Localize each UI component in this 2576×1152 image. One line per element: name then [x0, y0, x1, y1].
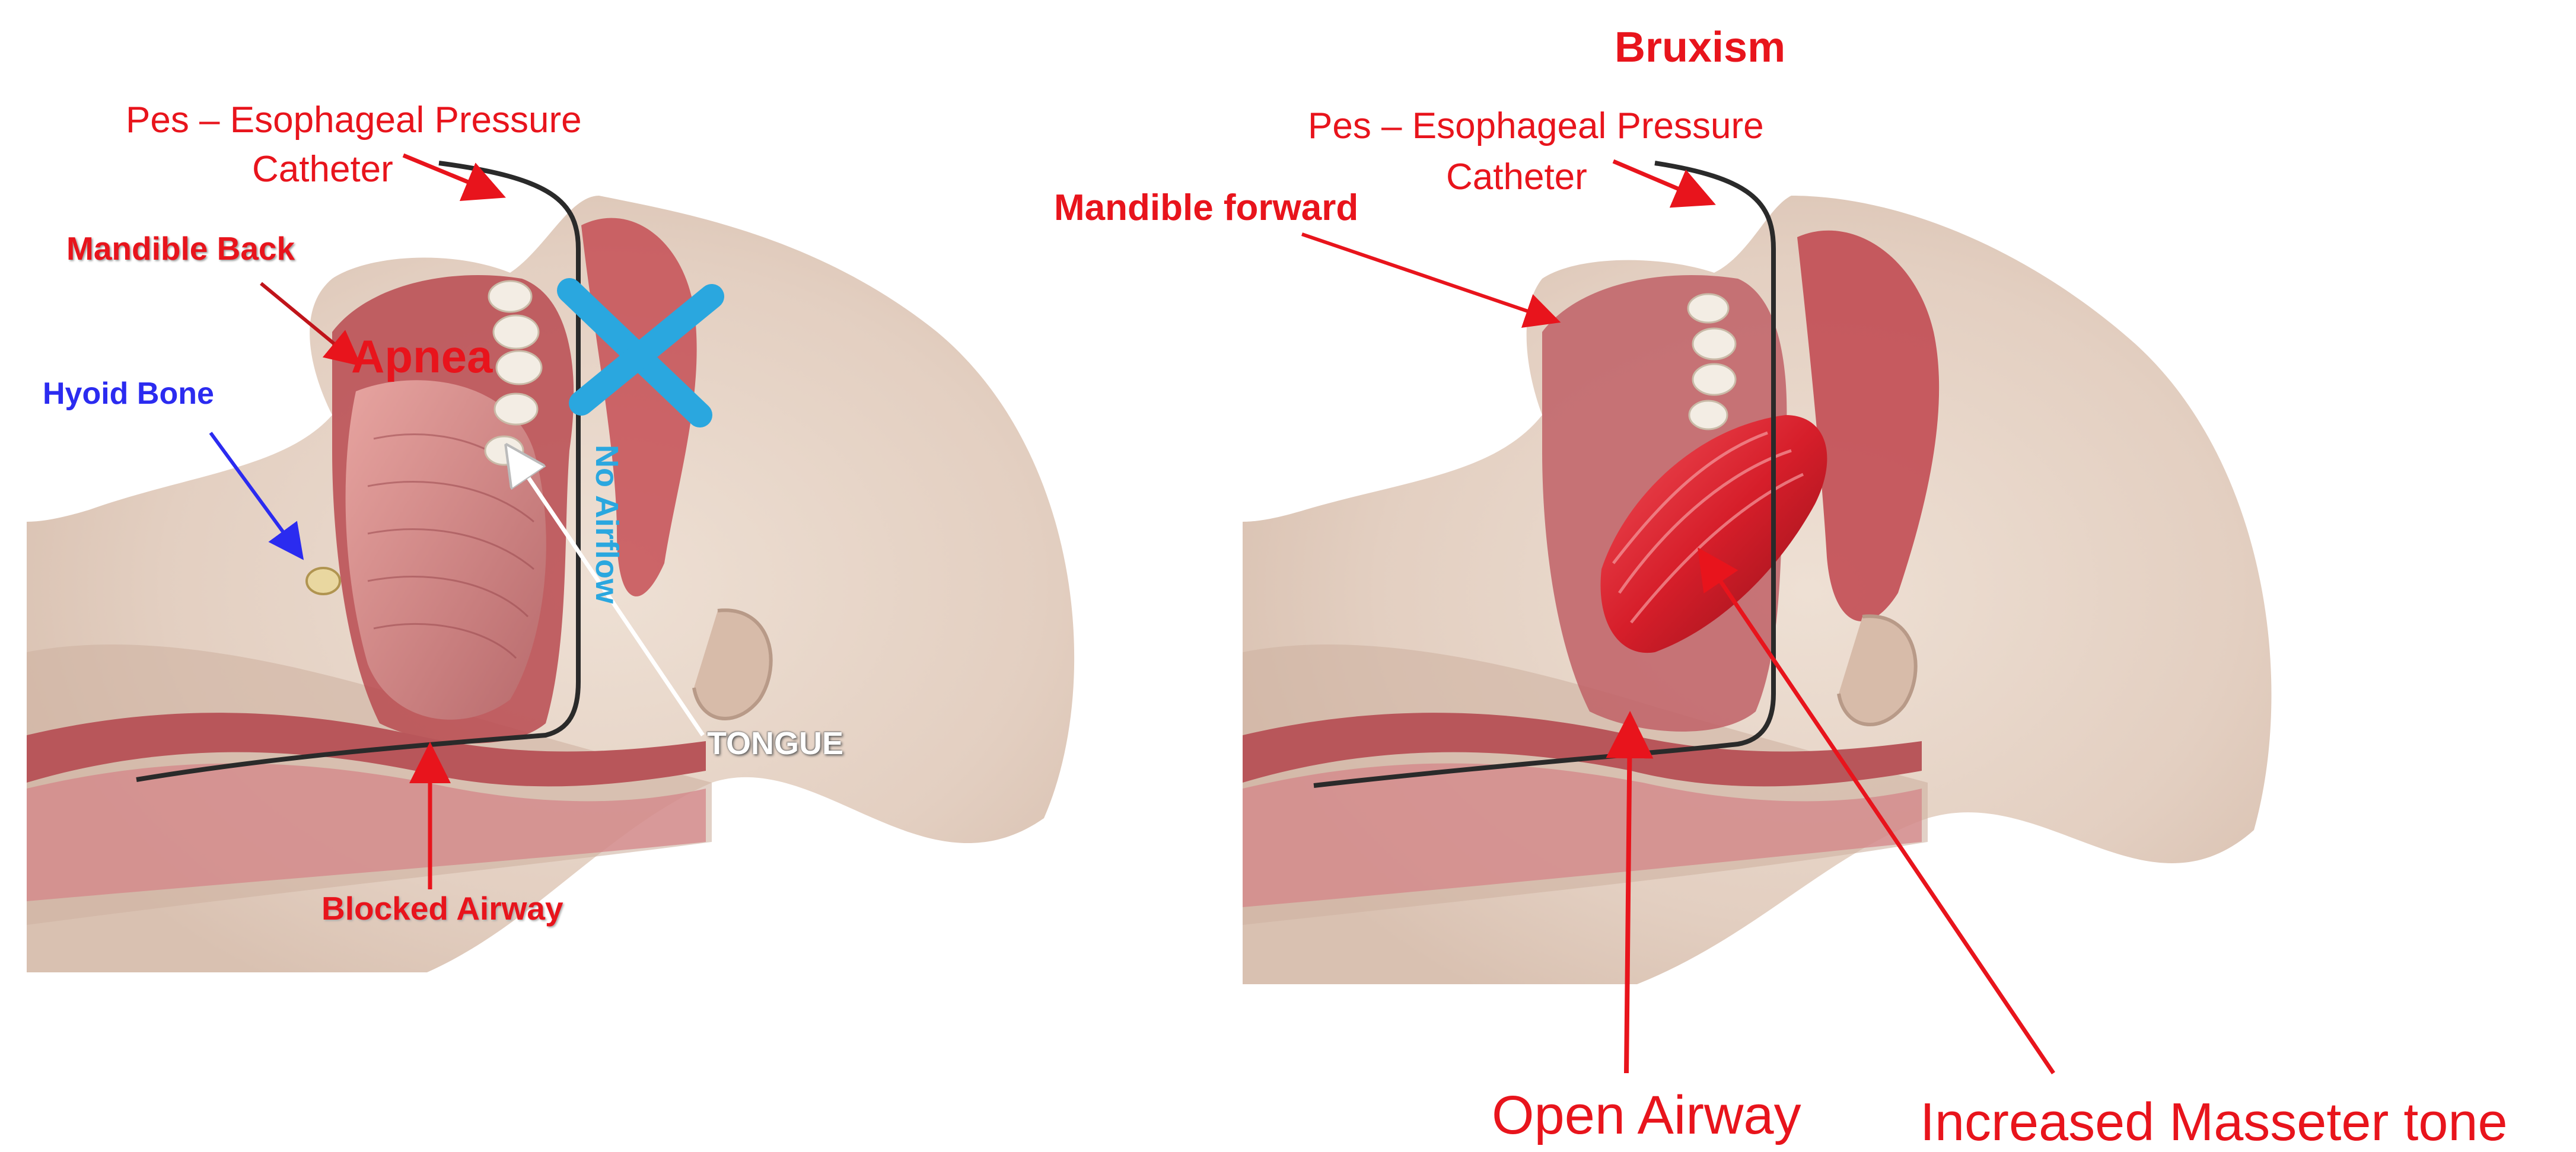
right-pes-label-line2: Catheter	[1446, 159, 1587, 196]
left-pes-label-line1: Pes – Esophageal Pressure	[126, 102, 582, 139]
right-pes-label-line1: Pes – Esophageal Pressure	[1308, 108, 1764, 145]
mandible-back-label: Mandible Back	[66, 232, 295, 265]
left-hyoid-bone-shape	[307, 568, 340, 594]
left-pes-label-line2: Catheter	[252, 151, 393, 188]
tongue-label: TONGUE	[707, 727, 843, 760]
open-airway-label: Open Airway	[1492, 1088, 1801, 1143]
hyoid-bone-label: Hyoid Bone	[43, 378, 214, 409]
right-head-illustration	[1243, 163, 2271, 984]
right-catheter-arrow	[1613, 161, 1708, 202]
left-tongue	[346, 380, 546, 719]
no-airflow-label: No Airflow	[591, 445, 623, 604]
mandible-forward-arrow	[1302, 234, 1554, 320]
mandible-forward-label: Mandible forward	[1054, 190, 1358, 226]
blocked-airway-label: Blocked Airway	[321, 892, 563, 925]
increased-masseter-tone-label: Increased Masseter tone	[1920, 1096, 2508, 1149]
title: Bruxism	[1615, 26, 1785, 69]
left-catheter-arrow	[403, 155, 498, 194]
apnea-label: Apnea	[351, 333, 492, 379]
left-head-illustration	[27, 163, 1074, 972]
